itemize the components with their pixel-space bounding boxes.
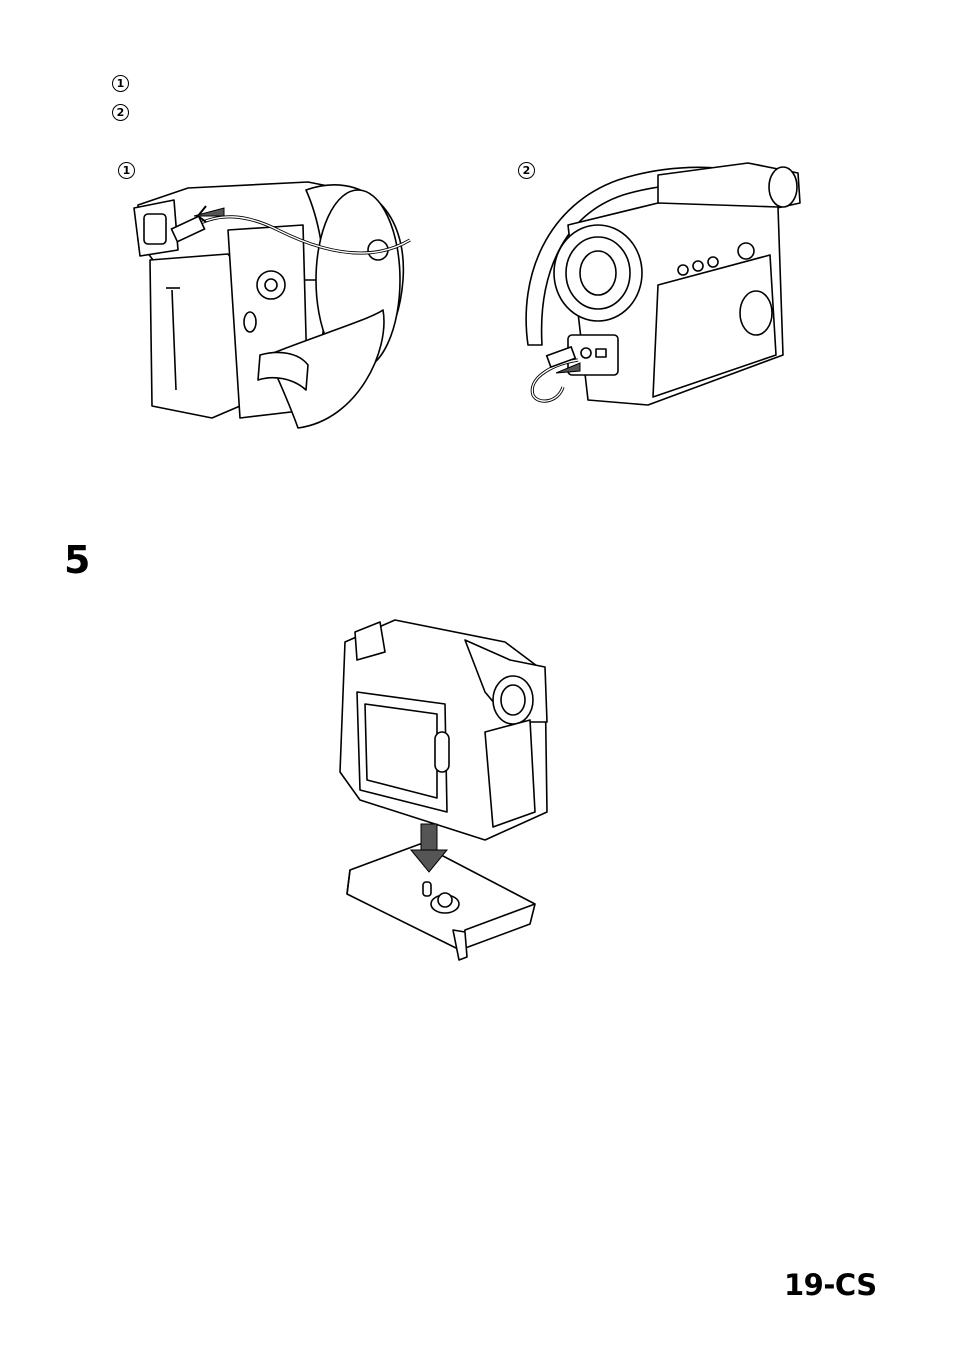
list-marker-1: 1 [112,75,129,92]
list-marker-2: 2 [112,104,129,121]
camcorder-dock-illustration [335,612,565,962]
camcorder-right-illustration [508,155,808,410]
step-number: 5 [64,538,90,582]
page-number: 19-CS [784,1268,877,1302]
camcorder-left-illustration [128,170,418,435]
